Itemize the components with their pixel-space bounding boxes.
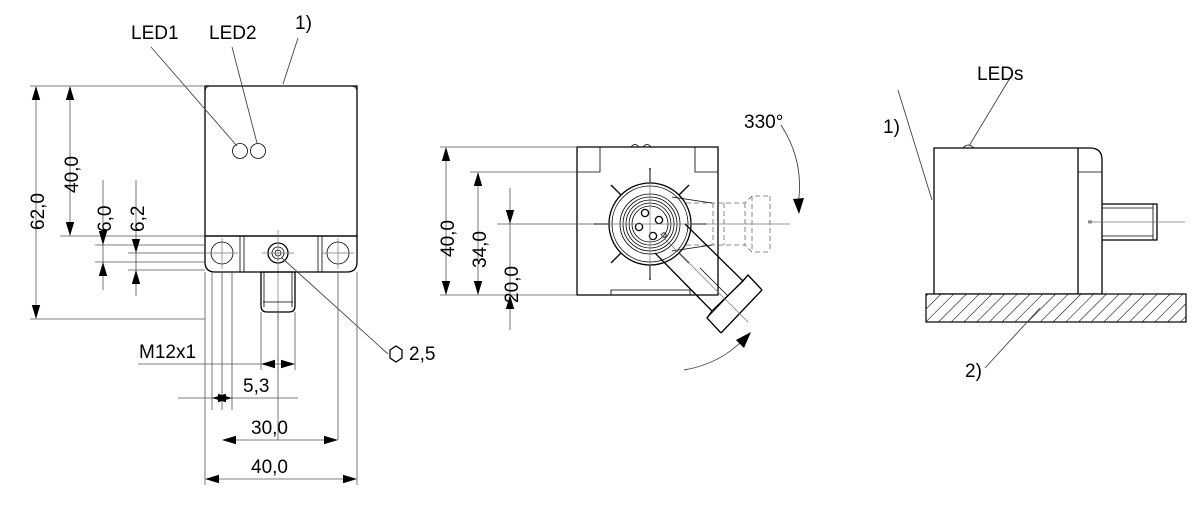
dim-depth-inner-label: 34,0 [470,231,491,268]
rotation-angle-label: 330° [744,112,784,133]
dim-offset-b-label: 6,2 [128,205,149,232]
front-view-geometry [30,37,403,485]
dim-hex-socket-label: 2,5 [409,344,436,365]
led2-label: LED2 [209,23,257,44]
dim-slot-width-label: 5,3 [243,376,270,397]
side-note-2-label: 2) [965,361,982,382]
side-view-geometry [897,77,1187,369]
leds-label: LEDs [977,64,1024,85]
top-view-geometry [440,124,804,371]
dim-hole-spacing-label: 30,0 [251,418,288,439]
side-note-1-label: 1) [883,117,900,138]
front-note-1-label: 1) [295,13,312,34]
dim-width-total-label: 40,0 [251,457,288,478]
dim-depth-center-label: 20,0 [502,266,523,303]
dim-height-total-label: 62,0 [28,193,49,230]
dim-offset-a-label: 6,0 [95,205,116,232]
dim-depth-total-label: 40,0 [438,220,459,257]
dim-height-body-label: 40,0 [62,156,83,193]
led1-label: LED1 [131,23,179,44]
dim-thread-label: M12x1 [139,342,197,363]
